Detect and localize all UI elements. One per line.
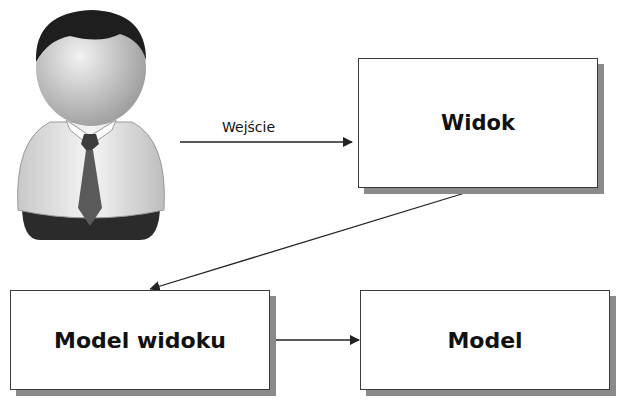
flow-arrow [150,189,478,289]
box-title: Model widoku [54,328,226,353]
box-title: Model [447,328,522,353]
hair [36,10,146,62]
box-title: Widok [441,111,515,135]
process-box: Model [360,290,610,390]
input-arrow [180,141,352,142]
tie-knot [81,134,99,150]
tie [78,150,102,226]
process-box: Model widoku [10,290,270,390]
process-box: Widok [358,58,598,188]
head [36,10,146,126]
flow-arrow [271,339,359,340]
arrow-label: Wejście [222,119,275,135]
